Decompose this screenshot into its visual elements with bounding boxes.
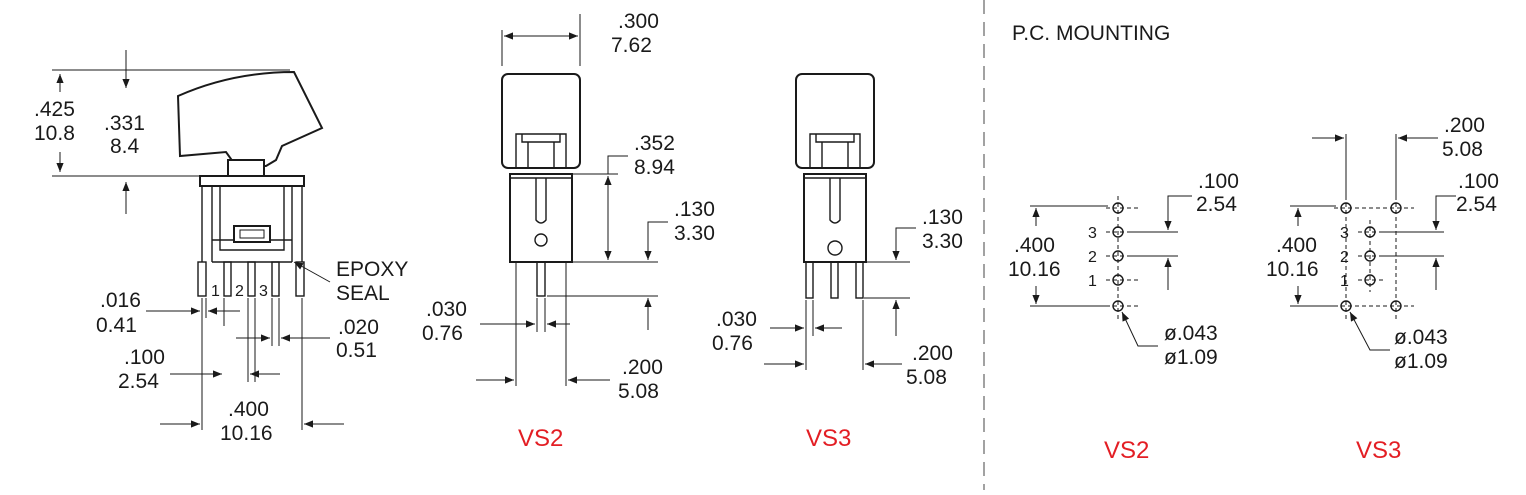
- vs2-cap: [501, 73, 581, 169]
- dim-actuator-height-inch: .331: [104, 112, 145, 135]
- dim-pin-thickness-mm: 0.41: [96, 314, 137, 337]
- vs2-pin: [536, 261, 546, 297]
- pc-vs2-pattern: 3 2 1 .400 10.16 .100 2.54 ø.043 ø1.09 V…: [1008, 170, 1239, 464]
- vs2-label: VS2: [518, 425, 563, 452]
- dim-body-width-mm: 10.16: [220, 422, 273, 445]
- pc-vs3-pin-1: 1: [1340, 273, 1349, 290]
- pc-vs3-dim-hole-mm: ø1.09: [1394, 350, 1448, 373]
- vs3-front-view: .130 3.30 .030 0.76 .200 5.08 VS3: [712, 73, 963, 452]
- vs2-dim-width-inch: .300: [618, 10, 659, 33]
- pc-vs3-dim-col-mm: 5.08: [1442, 138, 1483, 161]
- pc-vs3-pattern: 3 2 1 .200 5.08 .400 10.16 .100 2.54 ø.0…: [1266, 114, 1499, 464]
- pc-vs2-pin-2: 2: [1088, 249, 1097, 266]
- vs3-cap: [795, 73, 875, 169]
- dim-pin-pitch-inch: .100: [124, 346, 165, 369]
- pc-vs2-dim-span-mm: 10.16: [1008, 258, 1061, 281]
- epoxy-label-line2: SEAL: [336, 282, 390, 305]
- pc-vs3-dim-pitch-inch: .100: [1458, 170, 1499, 193]
- terminal-pin-1: [223, 261, 232, 297]
- vs3-dim-span-inch: .200: [912, 342, 953, 365]
- rocker-actuator: [176, 70, 324, 167]
- pc-vs2-pin-3: 3: [1088, 225, 1097, 242]
- dim-pin-width-mm: 0.51: [336, 339, 377, 362]
- vs2-dim-span-inch: .200: [622, 356, 663, 379]
- pin-number-2: 2: [235, 283, 244, 300]
- pc-vs3-pin-3: 3: [1340, 225, 1349, 242]
- pin-number-3: 3: [259, 283, 268, 300]
- pc-vs3-dim-hole-inch: ø.043: [1394, 326, 1448, 349]
- housing-inner: [219, 186, 285, 251]
- pc-mounting-title: P.C. MOUNTING: [1012, 22, 1170, 45]
- vs3-dim-pin-thk-mm: 0.76: [712, 332, 753, 355]
- pc-vs2-dim-hole-inch: ø.043: [1164, 322, 1218, 345]
- pc-vs2-dim-span-inch: .400: [1014, 234, 1055, 257]
- vs2-dim-pin-thk-inch: .030: [426, 298, 467, 321]
- vs2-hole: [534, 233, 548, 247]
- pc-vs3-dim-col-inch: .200: [1444, 114, 1485, 137]
- dim-total-height-inch: .425: [34, 98, 75, 121]
- vs3-dim-pin-thk-inch: .030: [716, 308, 757, 331]
- terminal-pin-3: [271, 261, 280, 297]
- vs3-pin-mid: [830, 261, 839, 299]
- vs3-dim-pin-length-mm: 3.30: [922, 230, 963, 253]
- vs2-dim-height-mm: 8.94: [634, 156, 675, 179]
- pc-vs2-label: VS2: [1104, 437, 1149, 464]
- housing-top: [199, 175, 305, 187]
- pc-vs3-dim-span-mm: 10.16: [1266, 258, 1319, 281]
- dim-pin-pitch-mm: 2.54: [118, 370, 159, 393]
- side-view: 1 2 3 .425 10.8 .331 8.4 EPOXY SEAL .016…: [34, 50, 408, 445]
- vs3-dim-span-mm: 5.08: [906, 366, 947, 389]
- dim-body-width-inch: .400: [228, 398, 269, 421]
- pc-vs2-dim-pitch-inch: .100: [1198, 170, 1239, 193]
- dim-pin-thickness-inch: .016: [100, 289, 141, 312]
- pc-vs3-label: VS3: [1356, 437, 1401, 464]
- housing-window: [233, 225, 271, 243]
- vs2-dim-height-inch: .352: [634, 132, 675, 155]
- pc-vs3-dim-span-inch: .400: [1276, 234, 1317, 257]
- vs2-dim-pin-length-inch: .130: [674, 198, 715, 221]
- vs3-label: VS3: [806, 425, 851, 452]
- housing-frame: [201, 186, 303, 262]
- vs2-dim-width-mm: 7.62: [611, 34, 652, 57]
- pc-vs3-pin-2: 2: [1340, 249, 1349, 266]
- pc-vs2-dim-pitch-mm: 2.54: [1196, 193, 1237, 216]
- terminal-pin-2: [247, 261, 256, 297]
- vs2-body: [509, 173, 573, 263]
- vs2-dim-pin-length-mm: 3.30: [674, 222, 715, 245]
- epoxy-label-line1: EPOXY: [336, 258, 408, 281]
- vs3-body: [803, 173, 867, 263]
- vs2-dim-span-mm: 5.08: [618, 380, 659, 403]
- dim-pin-width-inch: .020: [338, 316, 379, 339]
- vs2-dim-pin-thk-mm: 0.76: [422, 322, 463, 345]
- pc-vs3-dim-pitch-mm: 2.54: [1456, 193, 1497, 216]
- pc-vs3-holes: [1340, 202, 1402, 312]
- pc-vs2-pin-1: 1: [1088, 273, 1097, 290]
- vs3-pin-right: [855, 261, 864, 299]
- dim-actuator-height-mm: 8.4: [110, 135, 140, 158]
- actuator-stem: [227, 159, 265, 177]
- dim-total-height-mm: 10.8: [34, 122, 75, 145]
- pc-vs2-dim-hole-mm: ø1.09: [1164, 346, 1218, 369]
- pin-number-1: 1: [211, 283, 220, 300]
- vs2-front-view: .300 7.62 .352 8.94 .130 3.30 .030 0.76 …: [422, 10, 715, 452]
- vs3-hole: [827, 240, 843, 256]
- vs3-dim-pin-length-inch: .130: [922, 206, 963, 229]
- frame-leg-left: [197, 261, 207, 297]
- vs3-pin-left: [805, 261, 814, 299]
